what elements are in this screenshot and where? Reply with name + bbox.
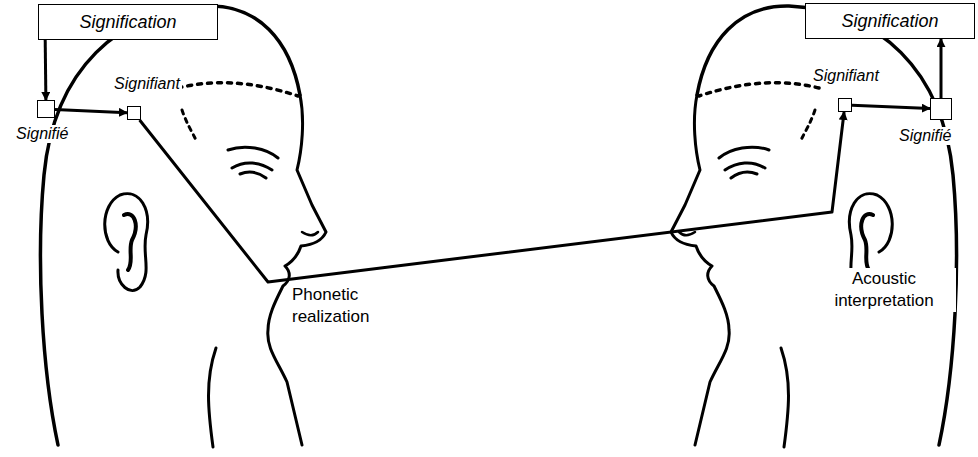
sign-square: Signifiant — [127, 106, 141, 120]
sign-label: Signifiant — [112, 75, 182, 93]
node-label: Signification — [69, 11, 187, 33]
node-label: Signification — [836, 10, 944, 32]
sign-label: Signifiant — [811, 67, 881, 85]
signal-arrow — [44, 40, 48, 100]
sign-square: Signifié — [37, 100, 55, 118]
process-label: Acoustic interpretation — [812, 268, 956, 312]
signal-arrow — [852, 105, 930, 108]
sign-label: Signifié — [897, 127, 953, 145]
sign-label: Signifié — [14, 125, 70, 143]
sign-square: Signifié — [930, 98, 952, 120]
signal-arrow — [940, 39, 943, 98]
speaker-head — [40, 6, 326, 447]
process-label: Phonetic realization — [290, 284, 394, 328]
signal-arrow — [55, 109, 127, 112]
signal-arrow — [140, 112, 845, 282]
signification-box: Signification — [805, 3, 975, 39]
sign-square: Signifiant — [838, 98, 852, 112]
signification-box: Signification — [38, 4, 218, 40]
